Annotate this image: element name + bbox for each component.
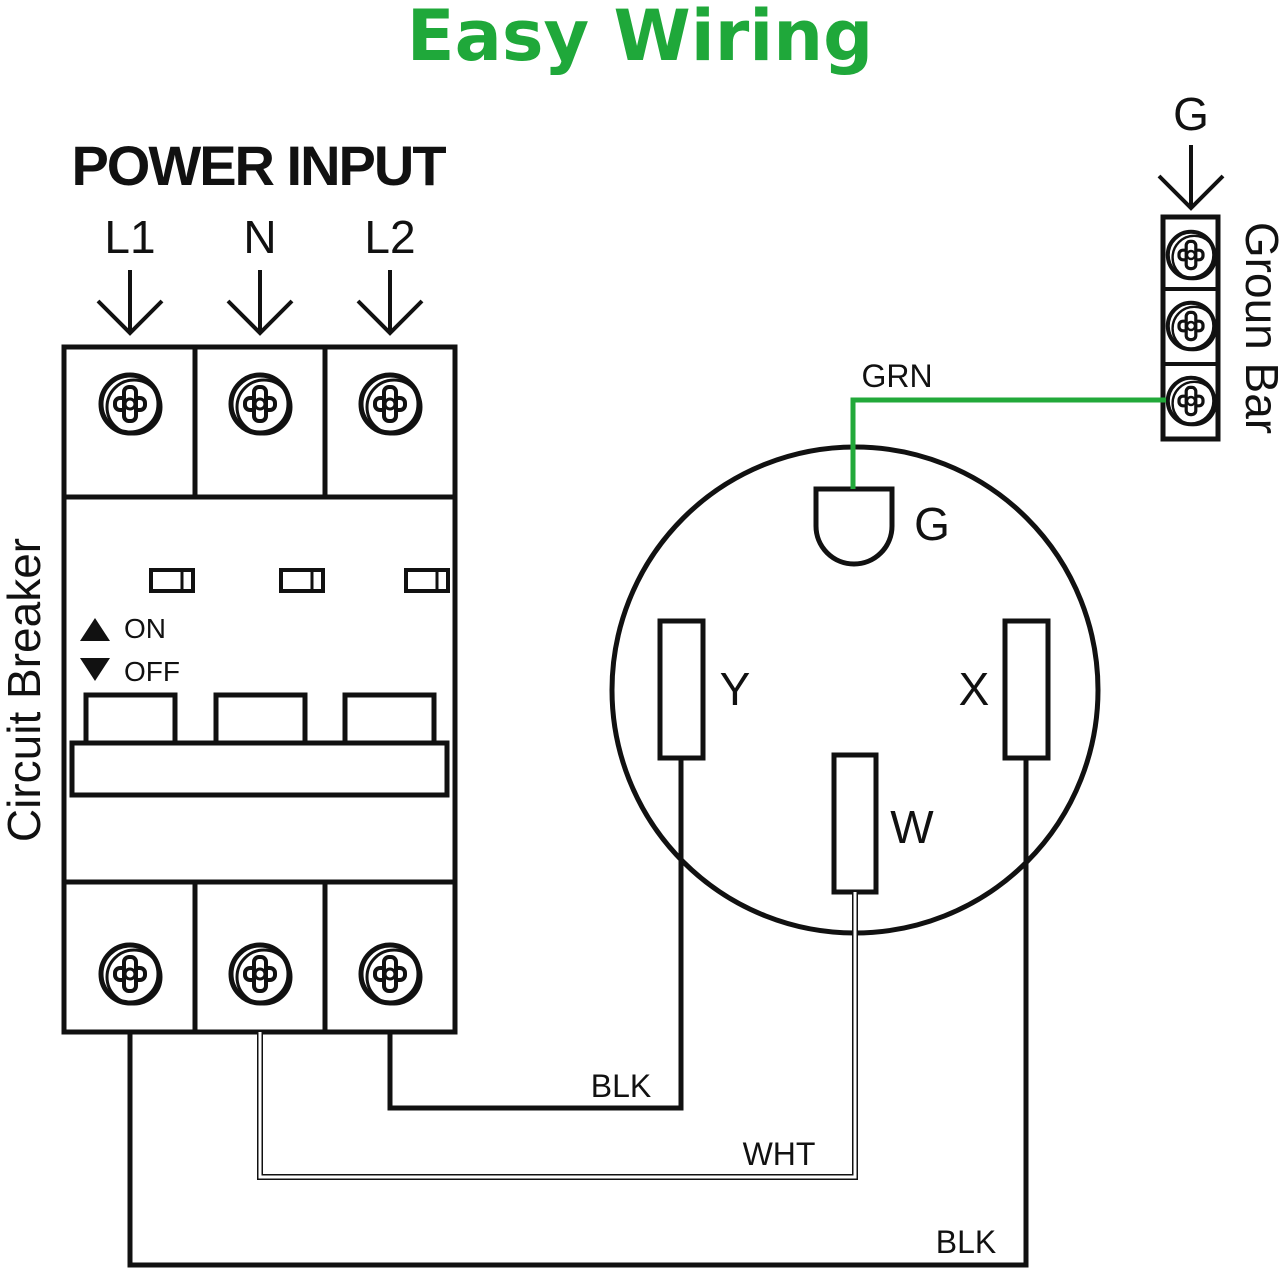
- screw-icon: [1168, 232, 1216, 279]
- power-input-heading: POWER INPUT: [71, 134, 446, 197]
- wire-label-wht: WHT: [743, 1136, 816, 1172]
- black-wire-x: [127, 758, 1029, 1268]
- screw-icon: [231, 375, 291, 434]
- green-ground-wire: [850, 397, 1166, 489]
- terminal-label-l2: L2: [364, 211, 415, 263]
- terminal-label-l1: L1: [104, 211, 155, 263]
- screw-icon: [361, 945, 421, 1004]
- ground-bar-label: Groun Bar: [1236, 222, 1280, 434]
- screw-icon: [101, 375, 161, 434]
- pin-label-y: Y: [720, 663, 751, 715]
- wire-label-grn: GRN: [861, 358, 932, 394]
- on-label: ON: [124, 613, 166, 644]
- terminal-label-n: N: [243, 211, 276, 263]
- screw-icon: [101, 945, 161, 1004]
- l2-arrow-icon: [356, 268, 424, 335]
- on-arrow-icon: [80, 618, 110, 641]
- screw-icon: [1168, 303, 1216, 350]
- circuit-breaker-label: Circuit Breaker: [0, 538, 50, 842]
- pin-label-x: X: [959, 663, 990, 715]
- ground-arrow-icon: [1157, 143, 1225, 210]
- wire-label-blk-x: BLK: [936, 1224, 996, 1260]
- pin-label-w: W: [890, 801, 934, 853]
- wire-label-blk-y: BLK: [591, 1068, 651, 1104]
- screw-icon: [1168, 378, 1216, 425]
- receptacle-y-pin: [657, 618, 706, 761]
- n-arrow-icon: [226, 268, 294, 335]
- receptacle-ground-pin: [813, 486, 895, 567]
- receptacle-w-pin: [831, 752, 879, 895]
- circuit-breaker: [61, 344, 458, 1035]
- black-wire-y: [387, 758, 684, 1111]
- pin-label-g: G: [914, 498, 950, 550]
- diagram-title: Easy Wiring: [407, 0, 873, 77]
- receptacle-x-pin: [1002, 618, 1051, 761]
- white-wire: [258, 892, 857, 1179]
- screw-icon: [361, 375, 421, 434]
- off-label: OFF: [124, 656, 180, 687]
- ground-input-label: G: [1173, 88, 1209, 140]
- screw-icon: [231, 945, 291, 1004]
- off-arrow-icon: [80, 658, 110, 681]
- l1-arrow-icon: [96, 268, 164, 335]
